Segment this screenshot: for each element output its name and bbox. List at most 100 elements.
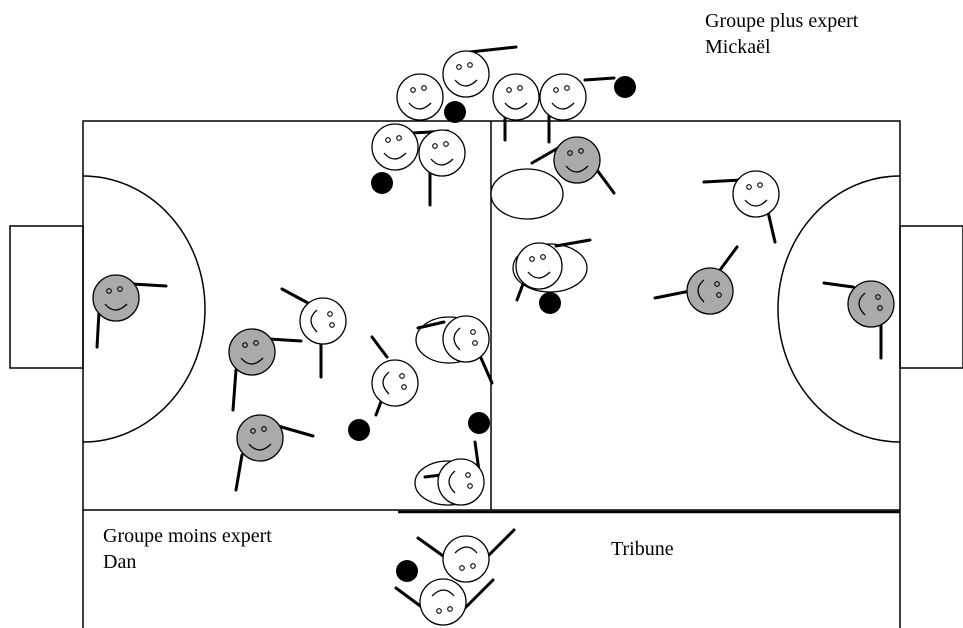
- smiley-face: [553, 136, 601, 184]
- player-eye: [746, 184, 752, 190]
- player-limb: [653, 289, 692, 300]
- player-mouth: [454, 546, 478, 554]
- player-head: [515, 242, 563, 290]
- player-mouth: [527, 271, 551, 279]
- player-head: [847, 280, 895, 328]
- smiley-face: [442, 315, 490, 363]
- smiley-face: [686, 267, 734, 315]
- expert-group-title: Groupe plus expert: [705, 10, 859, 32]
- player-limb: [394, 586, 425, 610]
- smiley-face: [847, 280, 895, 328]
- player-eye: [329, 322, 335, 328]
- player-white: [492, 73, 540, 142]
- player-limb: [822, 281, 855, 289]
- player-head: [442, 50, 490, 98]
- smiley-face: [299, 297, 347, 345]
- player-white: [394, 578, 495, 626]
- smiley-face: [371, 123, 419, 171]
- player-limb: [231, 368, 238, 412]
- player-white: [418, 129, 466, 207]
- ball: [396, 560, 418, 582]
- player-head: [553, 136, 601, 184]
- ball: [348, 419, 370, 441]
- player-head: [539, 73, 587, 121]
- smiley-face: [442, 50, 490, 98]
- player-mouth: [248, 443, 272, 451]
- player-limb: [280, 287, 310, 305]
- player-limb: [702, 178, 743, 184]
- ball: [371, 172, 393, 194]
- player-mouth: [430, 158, 454, 166]
- player-eye: [553, 87, 559, 93]
- player-eye: [470, 563, 476, 569]
- player-eye: [470, 329, 476, 335]
- left-goal-area: [82, 175, 206, 443]
- expert-group-coach: Mickaël: [705, 36, 771, 58]
- smiley-face: [492, 73, 540, 121]
- player-limb: [515, 282, 525, 302]
- player-eye: [396, 135, 402, 141]
- smiley-face: [442, 535, 490, 583]
- player-limb: [766, 210, 777, 244]
- player-eye: [506, 87, 512, 93]
- smiley-face: [732, 170, 780, 218]
- right-goal: [899, 225, 963, 369]
- player-limb: [554, 238, 592, 248]
- right-goal-area: [777, 175, 901, 443]
- player-mouth: [310, 309, 318, 333]
- player-head: [371, 123, 419, 171]
- player-mouth: [382, 371, 390, 395]
- player-head: [371, 359, 419, 407]
- player-eye: [517, 85, 523, 91]
- ball: [444, 101, 466, 123]
- player-mouth: [504, 102, 528, 110]
- player-eye: [117, 286, 123, 292]
- player-eye: [578, 148, 584, 154]
- player-white: [515, 238, 592, 302]
- player-head: [299, 297, 347, 345]
- player-eye: [401, 384, 407, 390]
- player-eye: [253, 340, 259, 346]
- player-mouth: [240, 357, 264, 365]
- smiley-face: [228, 328, 276, 376]
- player-head: [419, 578, 467, 626]
- player-limb: [583, 76, 616, 82]
- player-eye: [410, 87, 416, 93]
- player-limb: [463, 578, 495, 610]
- player-limb: [718, 245, 739, 272]
- player-white: [416, 315, 494, 385]
- ball: [539, 292, 561, 314]
- player-eye: [261, 426, 267, 432]
- player-head: [92, 274, 140, 322]
- player-mouth: [431, 589, 455, 597]
- player-eye: [465, 472, 471, 478]
- smiley-face: [92, 274, 140, 322]
- player-mouth: [448, 470, 456, 494]
- player-limb: [595, 168, 616, 195]
- player-mouth: [454, 79, 478, 87]
- player-white: [396, 73, 444, 121]
- player-limb: [234, 453, 244, 492]
- player-eye: [540, 254, 546, 260]
- player-mouth: [383, 152, 407, 160]
- expert-group-label: Groupe plus expert Mickaël: [705, 8, 858, 60]
- player-eye: [436, 608, 442, 614]
- player-white: [539, 73, 616, 144]
- less-expert-group-coach: Dan: [103, 551, 137, 573]
- player-limb: [479, 356, 494, 385]
- player-eye: [714, 281, 720, 287]
- player-grey: [228, 328, 303, 412]
- smiley-face: [396, 73, 444, 121]
- player-limb: [468, 45, 518, 54]
- player-eye: [757, 182, 763, 188]
- less-expert-group-label: Groupe moins expert Dan: [103, 523, 272, 575]
- player-head: [236, 414, 284, 462]
- player-eye: [421, 85, 427, 91]
- ball: [468, 412, 490, 434]
- smiley-face: [419, 578, 467, 626]
- player-limb: [95, 310, 101, 349]
- player-head: [732, 170, 780, 218]
- player-grey: [822, 280, 895, 360]
- player-eye: [472, 340, 478, 346]
